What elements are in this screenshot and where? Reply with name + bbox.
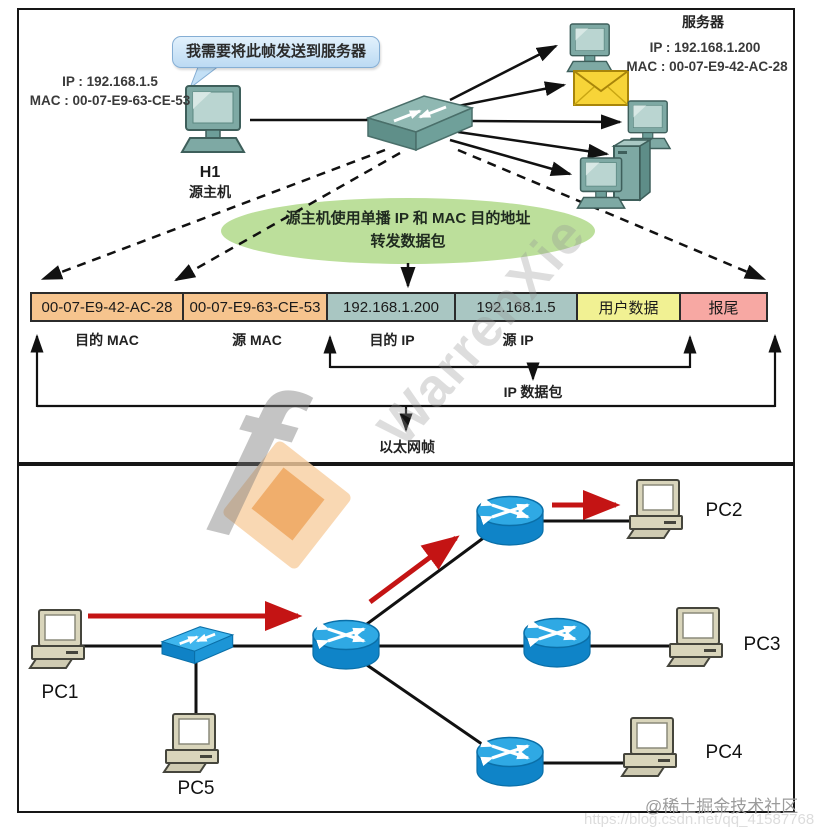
dest-ip-label: 目的 IP [369, 332, 415, 348]
arrow-switch-host2 [471, 114, 623, 130]
router4-icon [477, 738, 543, 787]
pc4-icon [621, 717, 677, 777]
h1-mac-label: MAC : 00-07-E9-63-CE-53 [29, 93, 191, 108]
pc5-icon [163, 713, 219, 773]
arrow-switch-host3 [449, 138, 573, 177]
frame-cell-user-data: 用户数据 [576, 292, 681, 322]
dest-mac-label: 目的 MAC [75, 332, 139, 348]
ellipse-line1: 源主机使用单播 IP 和 MAC 目的地址 [285, 210, 531, 227]
server-mac-label: MAC : 00-07-E9-42-AC-28 [626, 59, 788, 74]
ip-packet-label: IP 数据包 [503, 384, 563, 400]
router2-icon [477, 497, 543, 546]
h1-ip-label: IP : 192.168.1.5 [62, 74, 158, 89]
ethernet-frame-table: 00-07-E9-42-AC-28 00-07-E9-63-CE-53 192.… [30, 292, 778, 322]
ellipse-line2: 转发数据包 [370, 233, 446, 250]
frame-cell-src-ip: 192.168.1.5 [454, 292, 578, 322]
frame-cell-dest-mac: 00-07-E9-42-AC-28 [30, 292, 184, 322]
arrow-switch-host1 [449, 44, 559, 102]
link-router1-router4 [347, 650, 509, 764]
server-title: 服务器 [682, 14, 724, 30]
frame-cell-src-mac: 00-07-E9-63-CE-53 [182, 292, 328, 322]
frame-cell-dest-ip: 192.168.1.200 [326, 292, 456, 322]
mail-envelope-icon [573, 70, 629, 106]
green-callout-ellipse [221, 198, 595, 264]
router1-icon [313, 621, 379, 670]
arrow-switch-servertower [457, 130, 610, 159]
arrow-switch-server-mail [447, 81, 567, 110]
dashed-frame-left [40, 148, 386, 281]
pc2-icon [627, 479, 683, 539]
ethernet-frame-label: 以太网帧 [379, 439, 435, 455]
lan-host1-icon [566, 23, 613, 73]
server-ip-label: IP : 192.168.1.200 [649, 40, 761, 55]
ellipse-callout-text: 源主机使用单播 IP 和 MAC 目的地址 转发数据包 [222, 207, 594, 253]
top-panel-frame [17, 8, 795, 464]
speech-bubble: 我需要将此帧发送到服务器 [172, 36, 380, 68]
pc1-icon [29, 609, 85, 669]
lan-host3-icon [576, 157, 626, 209]
pc5-label: PC5 [177, 778, 215, 799]
src-ip-label: 源 IP [502, 332, 534, 348]
frame-cell-trailer: 报尾 [679, 292, 768, 322]
h1-role-label: 源主机 [189, 184, 231, 200]
access-switch-icon [162, 627, 233, 664]
top-panel-links [30, 44, 782, 432]
src-mac-label: 源 MAC [232, 332, 282, 348]
link-router1-router2 [347, 520, 506, 640]
bottom-panel-frame [17, 464, 795, 813]
dashed-frame-mid [174, 151, 401, 282]
pc3-icon [667, 607, 723, 667]
pc3-label: PC3 [743, 634, 781, 655]
pc4-label: PC4 [705, 742, 743, 763]
router3-icon [524, 619, 590, 668]
red-path-arrow-2 [368, 535, 460, 605]
pc2-label: PC2 [705, 500, 743, 521]
dashed-frame-right [457, 148, 767, 281]
pc1-label: PC1 [41, 682, 79, 703]
h1-name-label: H1 [199, 164, 221, 181]
bottom-panel-devices [29, 479, 723, 787]
